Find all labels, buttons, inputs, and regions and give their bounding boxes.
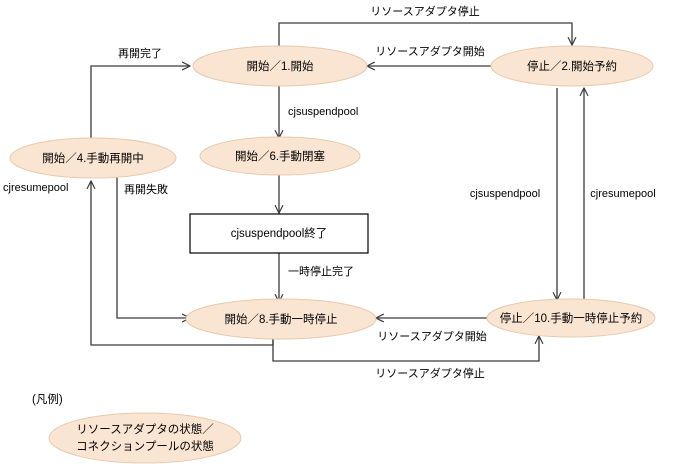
edge-ra-start-bottom: リソースアダプタ開始: [376, 318, 487, 343]
edge-resume-complete: 再開完了: [90, 46, 190, 142]
node-pausereserve10-label: 停止／10.手動一時停止予約: [500, 311, 643, 325]
node-resuming4[interactable]: 開始／4.手動再開中: [9, 137, 177, 179]
edge-label-cjsuspendpool-right: cjsuspendpool: [470, 188, 540, 200]
edge-label-pause-complete: 一時停止完了: [288, 264, 354, 278]
legend-title: (凡例): [32, 392, 63, 406]
node-start1-shape[interactable]: [192, 45, 368, 87]
edge-label-cjresumepool-right: cjresumepool: [590, 188, 655, 200]
node-resuming4-label: 開始／4.手動再開中: [42, 151, 144, 165]
edge-label-cjsuspendpool-center: cjsuspendpool: [288, 106, 358, 118]
node-suspendpool-end-label: cjsuspendpool終了: [231, 226, 328, 240]
node-suspendpool-end-shape[interactable]: [189, 213, 369, 254]
node-blocked6[interactable]: 開始／6.手動閉塞: [199, 136, 361, 176]
edge-cjsuspendpool-right: cjsuspendpool: [470, 88, 557, 300]
edge-label-ra-stop-bottom: リソースアダプタ停止: [375, 366, 484, 380]
node-reserve2[interactable]: 停止／2.開始予約: [490, 45, 654, 87]
edge-ra-start-top: リソースアダプタ開始: [367, 44, 493, 66]
node-paused8-shape[interactable]: [185, 298, 377, 340]
edge-ra-stop-top: リソースアダプタ停止: [278, 4, 572, 46]
edge-label-ra-start-top: リソースアダプタ開始: [375, 44, 484, 58]
legend: (凡例) リソースアダプタの状態／ コネクションプールの状態: [32, 392, 242, 464]
legend-sample-shape: [48, 412, 242, 464]
node-reserve2-shape[interactable]: [490, 45, 654, 87]
node-start1[interactable]: 開始／1.開始: [192, 45, 368, 87]
legend-sample-line1: リソースアダプタの状態／: [76, 422, 214, 436]
edge-pause-complete: 一時停止完了: [279, 253, 354, 302]
node-pausereserve10[interactable]: 停止／10.手動一時停止予約: [486, 298, 656, 338]
node-paused8[interactable]: 開始／8.手動一時停止: [185, 298, 377, 340]
legend-sample-line2: コネクションプールの状態: [76, 439, 214, 453]
node-start1-label: 開始／1.開始: [246, 59, 314, 73]
edge-resume-fail: 再開失敗: [116, 176, 190, 318]
node-blocked6-label: 開始／6.手動閉塞: [235, 149, 326, 163]
node-pausereserve10-shape[interactable]: [486, 298, 656, 338]
edge-cjresumepool-right: cjresumepool: [584, 88, 656, 300]
node-resuming4-shape[interactable]: [9, 137, 177, 179]
edge-label-resume-complete: 再開完了: [118, 46, 162, 60]
edge-label-ra-start-bottom: リソースアダプタ開始: [377, 329, 486, 343]
edge-label-cjresumepool-left: cjresumepool: [3, 182, 68, 194]
edge-label-ra-stop-top: リソースアダプタ停止: [370, 4, 479, 18]
edge-label-resume-fail: 再開失敗: [124, 182, 168, 196]
edge-ra-stop-bottom: リソースアダプタ停止: [272, 336, 539, 380]
node-paused8-label: 開始／8.手動一時停止: [224, 312, 337, 326]
node-blocked6-shape[interactable]: [199, 136, 361, 176]
node-suspendpool-end-box[interactable]: cjsuspendpool終了: [189, 213, 369, 254]
node-reserve2-label: 停止／2.開始予約: [527, 59, 617, 73]
edge-cjsuspendpool-center: cjsuspendpool: [279, 86, 358, 138]
